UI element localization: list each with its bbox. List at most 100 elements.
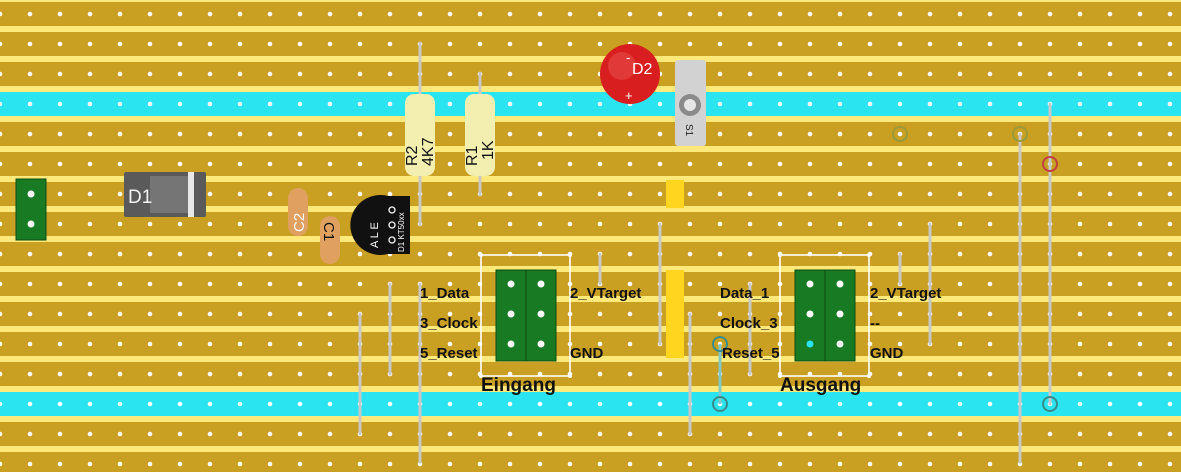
strip-hole [1167,311,1173,317]
strip-hole [87,461,93,467]
ausgang-pin-label-right-2: -- [870,315,880,332]
strip-hole [417,251,423,257]
resistor-r2-value: 4K7 [420,137,437,166]
strip-hole [597,41,603,47]
strip-hole [0,461,3,467]
strip-hole [987,461,993,467]
strip-hole [147,371,153,377]
strip-hole [447,11,453,17]
strip-hole [27,41,33,47]
strip-hole [327,311,333,317]
strip-hole [57,371,63,377]
strip-hole [1137,161,1143,167]
strip-hole [777,11,783,17]
strip-hole [657,191,663,197]
strip-hole [897,41,903,47]
strip-hole [57,311,63,317]
strip-hole [297,401,303,407]
strip-hole [717,41,723,47]
strip-hole [267,161,273,167]
strip-hole [0,191,3,197]
strip-hole [657,161,663,167]
strip-hole [267,221,273,227]
strip-hole [897,101,903,107]
strip-hole [387,101,393,107]
strip-hole [87,11,93,17]
strip-hole [567,131,573,137]
strip-hole [327,161,333,167]
strip-hole [777,161,783,167]
strip-hole [1167,71,1173,77]
strip-hole [687,461,693,467]
wire-end [1042,156,1058,172]
strip-hole [177,281,183,287]
strip-hole [687,221,693,227]
strip-hole [1077,71,1083,77]
strip-hole [1107,221,1113,227]
strip-hole [117,131,123,137]
strip-hole [297,461,303,467]
strip-hole [117,401,123,407]
strip-hole [267,431,273,437]
strip-hole [897,431,903,437]
strip-hole [507,71,513,77]
strip-hole [57,191,63,197]
strip-hole [927,161,933,167]
strip-hole [447,221,453,227]
strip-hole [837,161,843,167]
strip-hole [747,431,753,437]
strip-hole [1017,101,1023,107]
strip-hole [117,161,123,167]
strip-hole [447,401,453,407]
strip-hole [987,221,993,227]
strip-hole [147,401,153,407]
wire-end [1012,126,1028,142]
strip-hole [957,431,963,437]
strip-hole [117,11,123,17]
strip-hole [1137,371,1143,377]
strip-hole [357,161,363,167]
strip-hole [327,371,333,377]
strip-hole [57,341,63,347]
strip-hole [327,101,333,107]
strip-hole [807,131,813,137]
strip-hole [867,41,873,47]
strip-hole [507,401,513,407]
strip-hole [1107,341,1113,347]
strip-hole [267,461,273,467]
strip-hole [537,131,543,137]
strip-hole [237,71,243,77]
capacitor-c1: C1 [320,216,340,264]
strip-hole [1107,401,1113,407]
switch-s1-label: S1 [683,124,694,137]
eingang-pin-label-right-1: 2_VTarget [570,285,641,302]
strip-hole [297,431,303,437]
strip-hole [507,431,513,437]
strip-hole [627,461,633,467]
strip-hole [447,191,453,197]
strip-hole [717,161,723,167]
strip-hole [837,401,843,407]
strip-hole [807,221,813,227]
strip-hole [897,341,903,347]
strip-hole [1137,221,1143,227]
strip-hole [507,131,513,137]
strip-hole [957,311,963,317]
strip-hole [177,371,183,377]
strip-hole [147,461,153,467]
strip-hole [927,371,933,377]
strip-hole [0,221,3,227]
strip-hole [537,11,543,17]
capacitor-c2: C2 [288,188,308,236]
strip-hole [327,461,333,467]
strip-hole [27,281,33,287]
strip-hole [357,131,363,137]
strip-hole [1137,191,1143,197]
strip-hole [1137,251,1143,257]
copper-strip [0,272,1181,296]
strip-hole [1167,371,1173,377]
strip-hole [207,41,213,47]
strip-hole [237,251,243,257]
strip-hole [87,71,93,77]
strip-hole [147,281,153,287]
